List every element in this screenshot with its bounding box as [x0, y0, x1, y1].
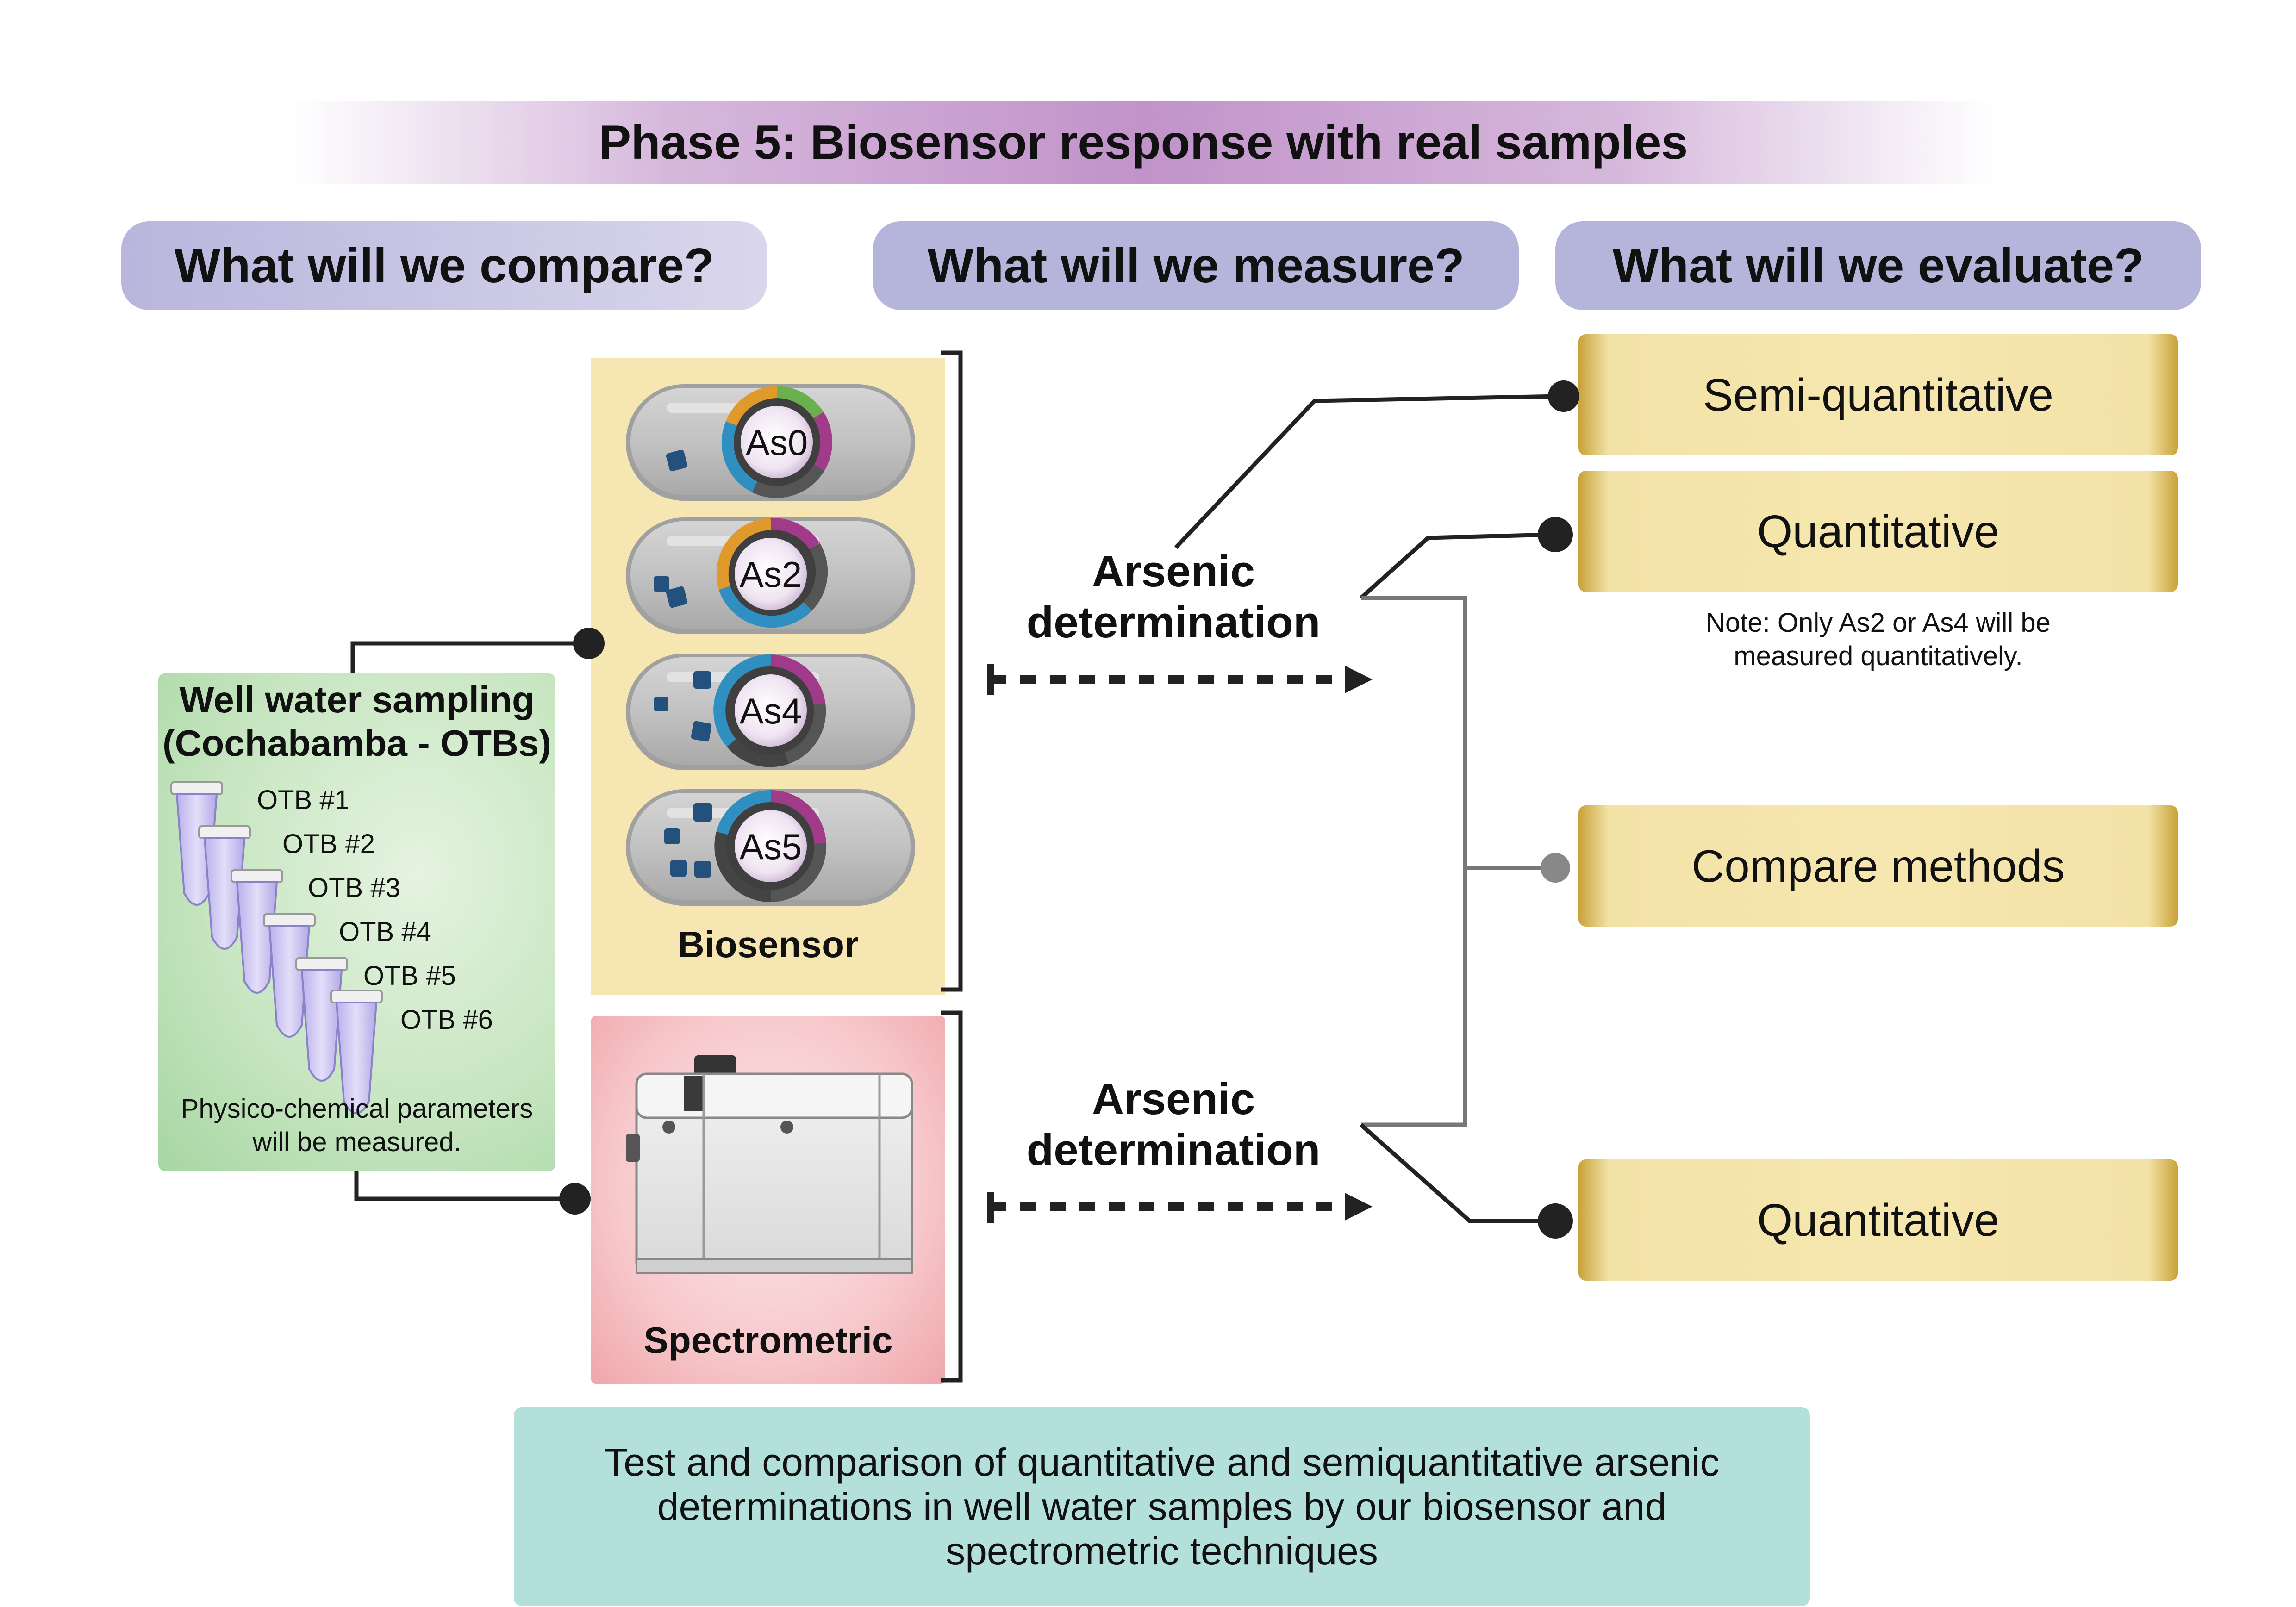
sample-tubes — [170, 781, 383, 1114]
dashed-arrow-bottom — [987, 1192, 1373, 1223]
evaluate-quantitative-biosensor: Quantitative — [1578, 471, 2178, 592]
summary-line1: Test and comparison of quantitative and … — [604, 1440, 1720, 1484]
summary-line2: determinations in well water samples by … — [657, 1485, 1667, 1528]
connector-quantitative-1 — [1359, 532, 1554, 600]
tube-6 — [330, 990, 383, 1114]
spectrometer-icon — [626, 1055, 913, 1274]
biosensor-label: Biosensor — [677, 924, 859, 965]
measure-label-top-line1: Arsenic — [1092, 547, 1255, 596]
connector-dot-biosensor — [573, 628, 605, 659]
well-sampling-note-line2: will be measured. — [252, 1127, 462, 1157]
tube-4 — [263, 913, 316, 1038]
connector-compare-bracket — [1361, 596, 1467, 1127]
sample-label-otb5: OTB #5 — [363, 961, 456, 991]
strain-pill-as5 — [626, 789, 915, 906]
sample-label-otb6: OTB #6 — [400, 1005, 493, 1035]
strain-label-as5: As5 — [740, 826, 802, 867]
strain-pill-as4 — [626, 654, 915, 770]
evaluate-semi-quantitative: Semi-quantitative — [1578, 334, 2178, 455]
measure-label-bottom: Arsenic determination — [1004, 1074, 1342, 1176]
measure-label-bottom-line1: Arsenic — [1092, 1074, 1255, 1124]
connector-to-biosensor — [350, 641, 587, 673]
evaluate-quantitative-spectrometric: Quantitative — [1578, 1159, 2178, 1281]
well-sampling-note-line1: Physico-chemical parameters — [181, 1094, 533, 1124]
summary-box: Test and comparison of quantitative and … — [514, 1407, 1810, 1606]
strain-label-as4: As4 — [740, 691, 802, 731]
well-sampling-title-line2: (Cochabamba - OTBs) — [162, 723, 552, 764]
question-measure: What will we measure? — [873, 221, 1519, 310]
summary-line3: spectrometric techniques — [946, 1529, 1378, 1573]
connector-dot-spectrometric — [559, 1183, 591, 1215]
strain-label-as0: As0 — [746, 422, 808, 463]
connector-to-spectrometric — [354, 1171, 573, 1201]
evaluate-note: Note: Only As2 or As4 will be measured q… — [1578, 606, 2178, 673]
strain-pill-as2 — [626, 517, 915, 634]
tube-3 — [231, 869, 283, 994]
connector-semi-quantitative — [1174, 394, 1560, 549]
sample-label-otb4: OTB #4 — [339, 917, 431, 947]
evaluate-compare-methods: Compare methods — [1578, 805, 2178, 927]
measure-label-top-line2: determination — [1026, 598, 1321, 647]
dashed-arrow-top — [987, 664, 1373, 695]
well-sampling-note: Physico-chemical parameters will be meas… — [158, 1092, 555, 1159]
page-title: Phase 5: Biosensor response with real sa… — [599, 115, 1688, 169]
measure-label-top: Arsenic determination — [1004, 546, 1342, 648]
spectrometric-bracket — [941, 1010, 963, 1383]
spectrometric-label: Spectrometric — [643, 1320, 893, 1361]
title-banner: Phase 5: Biosensor response with real sa… — [292, 101, 1995, 184]
strain-pill-as0 — [626, 384, 915, 501]
evaluate-note-line1: Note: Only As2 or As4 will be — [1706, 608, 2051, 638]
sample-label-otb1: OTB #1 — [257, 785, 349, 815]
measure-label-bottom-line2: determination — [1026, 1125, 1321, 1175]
well-sampling-title: Well water sampling (Cochabamba - OTBs) — [158, 678, 555, 765]
well-sampling-title-line1: Well water sampling — [179, 679, 535, 720]
connector-quantitative-2 — [1360, 1123, 1553, 1223]
evaluate-note-line2: measured quantitatively. — [1734, 641, 2023, 671]
sample-label-otb3: OTB #3 — [308, 873, 400, 903]
sample-label-otb2: OTB #2 — [282, 829, 375, 859]
tube-2 — [198, 825, 251, 950]
strain-label-as2: As2 — [740, 554, 802, 595]
question-evaluate: What will we evaluate? — [1555, 221, 2201, 310]
question-compare: What will we compare? — [121, 221, 767, 310]
biosensor-bracket — [941, 350, 963, 992]
